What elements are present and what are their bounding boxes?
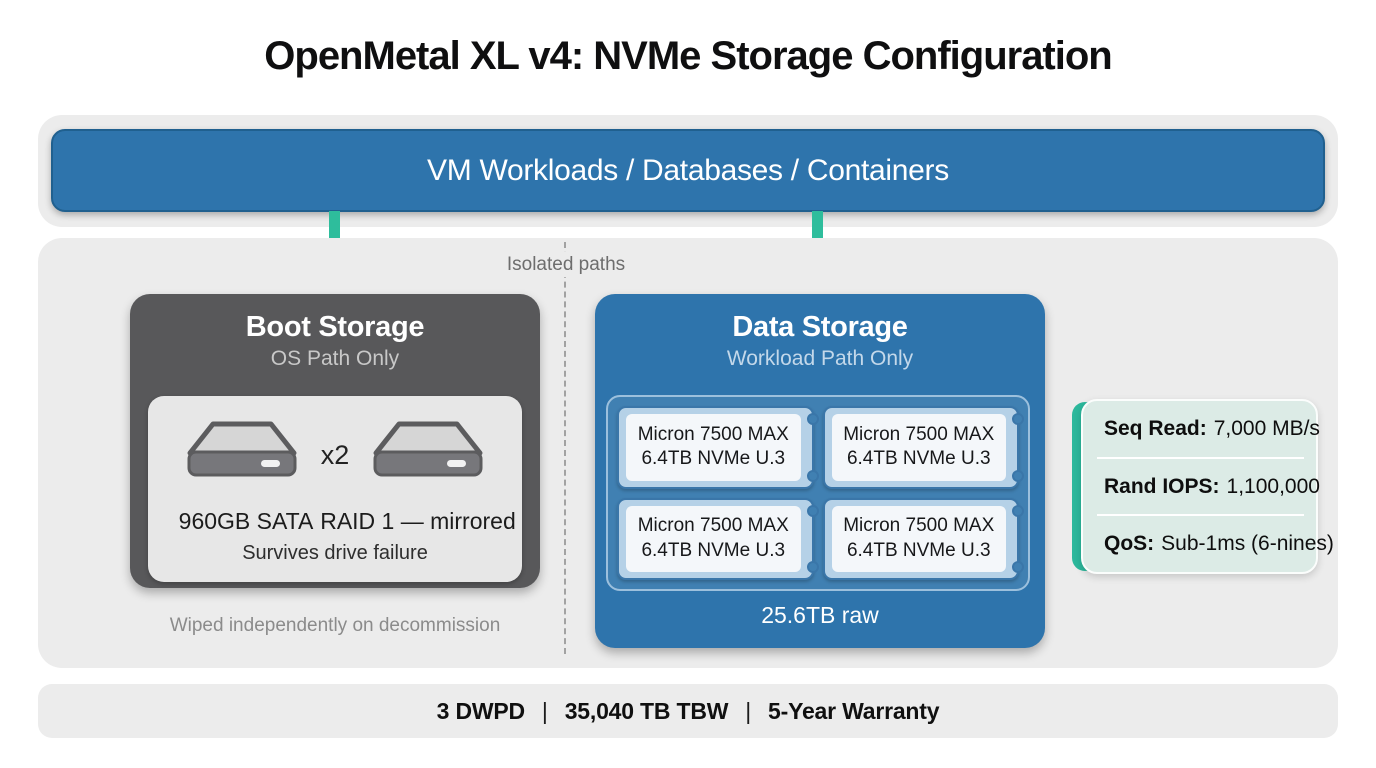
footer-separator: | [745, 697, 752, 724]
endurance-footer-bar: 3 DWPD | 35,040 TB TBW | 5-Year Warranty [38, 684, 1338, 738]
nvme-drive-card: Micron 7500 MAX 6.4TB NVMe U.3 [822, 497, 1024, 580]
storage-paths-container: Isolated paths Boot Storage OS Path Only… [38, 238, 1338, 668]
stat-label: QoS: [1104, 532, 1155, 556]
footer-item-tbw: 35,040 TB TBW [564, 697, 729, 724]
footer-item-dwpd: 3 DWPD [436, 697, 525, 724]
drive-multiplier: x2 [320, 440, 350, 470]
stat-row-rand-iops: Rand IOPS: 1,100,000 [1083, 459, 1320, 515]
stat-value: 1,100,000 [1226, 474, 1320, 498]
boot-storage-subtitle: OS Path Only [270, 347, 400, 370]
stat-label: Seq Read: [1104, 416, 1207, 440]
drive-raid-label: RAID 1 — mirrored [320, 508, 516, 534]
isolated-paths-label: Isolated paths [445, 252, 687, 277]
page-title: OpenMetal XL v4: NVMe Storage Configurat… [264, 34, 1112, 78]
stat-value: 7,000 MB/s [1213, 416, 1320, 440]
vm-workloads-banner-label: VM Workloads / Databases / Containers [427, 153, 949, 187]
nvme-drive-card: Micron 7500 MAX 6.4TB NVMe U.3 [822, 406, 1024, 489]
drive-icon [373, 421, 483, 477]
drive-card-label: Micron 7500 MAX 6.4TB NVMe U.3 [831, 414, 1006, 481]
nvme-drive-card: Micron 7500 MAX 6.4TB NVMe U.3 [617, 406, 819, 489]
drive-card-label: Micron 7500 MAX 6.4TB NVMe U.3 [831, 505, 1006, 572]
data-storage-title: Data Storage [732, 311, 908, 343]
caddy-notch [806, 413, 819, 425]
boot-storage-title: Boot Storage [245, 311, 425, 343]
caddy-notch [1012, 413, 1024, 425]
caddy-notch [806, 561, 819, 573]
stats-divider [1097, 456, 1304, 459]
data-storage-box: Data Storage Workload Path Only Micron 7… [595, 294, 1045, 648]
drive-failure-note: Survives drive failure [242, 542, 428, 564]
workload-banner-container: VM Workloads / Databases / Containers [38, 115, 1338, 227]
isolated-paths-divider [564, 242, 566, 654]
drive-card-label: Micron 7500 MAX 6.4TB NVMe U.3 [626, 505, 801, 572]
drive-card-label: Micron 7500 MAX 6.4TB NVMe U.3 [626, 414, 801, 481]
drive-icon [187, 421, 297, 477]
boot-drive-panel: x2 960GB SATA RAID 1 — mirrored Survives… [148, 396, 522, 582]
decommission-note: Wiped independently on decommission [169, 615, 501, 636]
boot-storage-box: Boot Storage OS Path Only x2 960GB SATA … [130, 294, 540, 588]
stats-panel-body: Seq Read: 7,000 MB/s Rand IOPS: 1,100,00… [1081, 399, 1334, 574]
caddy-notch [1012, 504, 1024, 517]
caddy-notch [806, 469, 819, 482]
perf-stats-panel: Seq Read: 7,000 MB/s Rand IOPS: 1,100,00… [1072, 399, 1334, 574]
footer-separator: | [541, 697, 548, 724]
vm-workloads-banner: VM Workloads / Databases / Containers [51, 129, 1325, 212]
nvme-drive-grid: Micron 7500 MAX 6.4TB NVMe U.3 Micron 75… [606, 395, 1030, 591]
footer-item-warranty: 5-Year Warranty [768, 697, 940, 724]
stat-row-qos: QoS: Sub-1ms (6-nines) [1083, 516, 1334, 572]
capacity-raw-label: 25.6TB raw [761, 602, 879, 628]
stats-divider [1097, 514, 1304, 517]
data-storage-subtitle: Workload Path Only [726, 347, 914, 370]
caddy-notch [1012, 469, 1024, 482]
caddy-notch [806, 504, 819, 517]
drive-capacity-label: 960GB SATA [178, 508, 314, 534]
stat-value: Sub-1ms (6-nines) [1161, 532, 1334, 556]
caddy-notch [1012, 561, 1024, 573]
stat-label: Rand IOPS: [1104, 474, 1220, 498]
stat-row-seq-read: Seq Read: 7,000 MB/s [1083, 401, 1320, 457]
nvme-drive-card: Micron 7500 MAX 6.4TB NVMe U.3 [617, 497, 819, 580]
